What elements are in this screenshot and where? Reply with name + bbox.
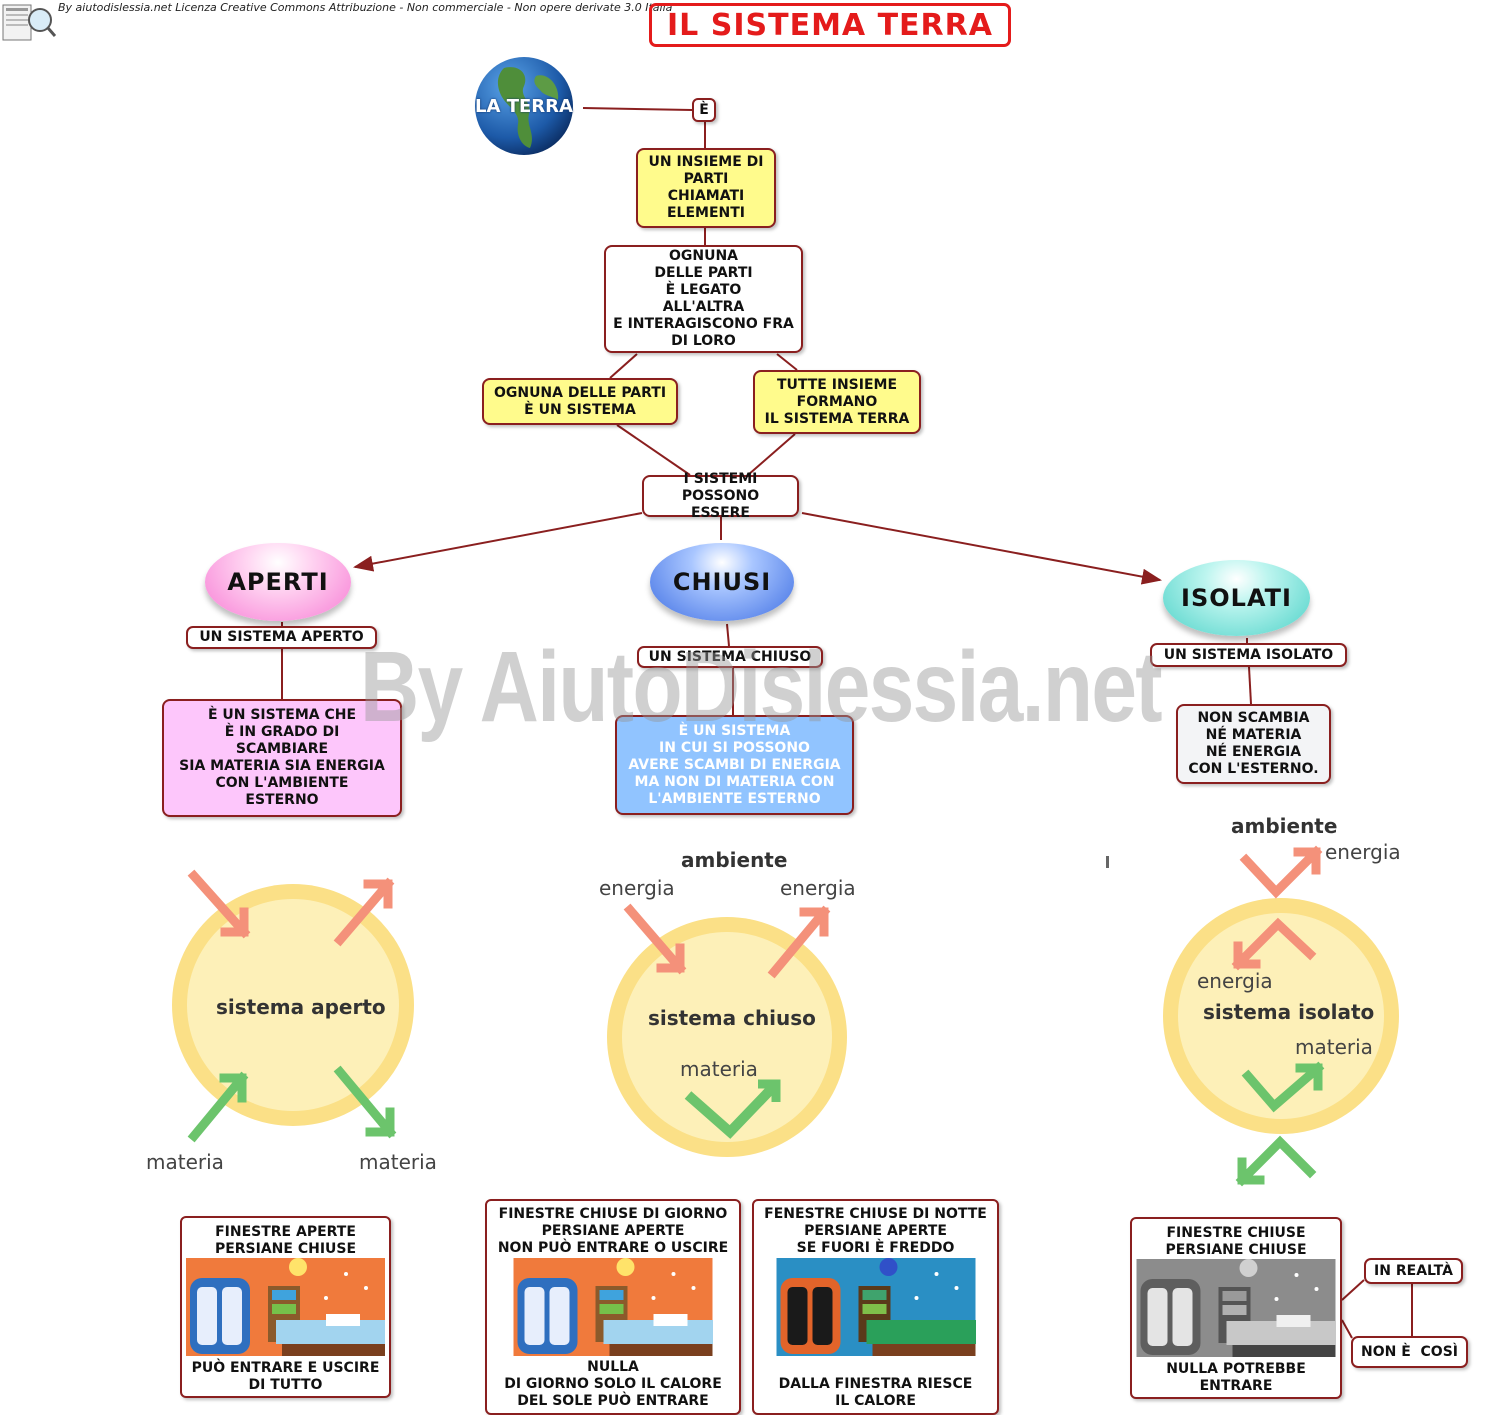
example-top-text: FENESTRE CHIUSE DI NOTTE PERSIANE APERTE…: [764, 1206, 987, 1256]
label-sistema-chiuso: sistema chiuso: [648, 1006, 816, 1030]
room-picture: [513, 1258, 714, 1356]
node-ognuna-sistema: OGNUNA DELLE PARTI È UN SISTEMA: [482, 378, 678, 425]
illustration-chiuso: [607, 903, 847, 1157]
example-bottom-text: NULLA POTREBBE ENTRARE: [1166, 1361, 1306, 1394]
label-ambiente-isolato: ambiente: [1231, 814, 1338, 838]
note-non-e-cosi: NON È COSÌ: [1351, 1336, 1468, 1368]
category-isolati: ISOLATI: [1163, 560, 1310, 636]
def-title-aperto: UN SISTEMA APERTO: [186, 626, 377, 649]
example-bottom-text: DALLA FINESTRA RIESCE IL CALORE: [778, 1376, 973, 1409]
illustration-aperto: [172, 869, 414, 1143]
category-aperti: APERTI: [205, 543, 351, 621]
node-e: È: [692, 98, 716, 122]
category-chiusi: CHIUSI: [650, 543, 794, 621]
page-title: IL SISTEMA TERRA: [649, 3, 1011, 47]
stray-mark: [1106, 856, 1109, 868]
example-bottom-text: NULLA DI GIORNO SOLO IL CALORE DEL SOLE …: [504, 1359, 722, 1409]
earth-label: LA TERRA: [475, 96, 573, 117]
def-text-aperto: È UN SISTEMA CHE È IN GRADO DI SCAMBIARE…: [162, 699, 402, 817]
logo-icon: [2, 2, 57, 42]
def-title-isolato: UN SISTEMA ISOLATO: [1150, 643, 1347, 667]
credit-text: By aiutodislessia.net Licenza Creative C…: [58, 1, 673, 14]
example-panel-aperto: FINESTRE APERTE PERSIANE CHIUSE PUÒ ENTR…: [180, 1216, 391, 1398]
label-materia-isolato: materia: [1295, 1035, 1373, 1059]
example-panel-chiuso-giorno: FINESTRE CHIUSE DI GIORNO PERSIANE APERT…: [485, 1199, 741, 1415]
label-energia-in: energia: [1197, 969, 1273, 993]
node-tutte-insieme: TUTTE INSIEME FORMANO IL SISTEMA TERRA: [753, 370, 921, 434]
example-panel-isolato: FINESTRE CHIUSE PERSIANE CHIUSE NULLA PO…: [1130, 1217, 1342, 1399]
example-top-text: FINESTRE CHIUSE DI GIORNO PERSIANE APERT…: [497, 1206, 729, 1256]
example-panel-chiuso-notte: FENESTRE CHIUSE DI NOTTE PERSIANE APERTE…: [752, 1199, 999, 1415]
room-picture-grey: [1136, 1259, 1337, 1357]
label-sistema-aperto: sistema aperto: [216, 995, 386, 1019]
label-energia-right: energia: [780, 876, 856, 900]
def-text-isolato: NON SCAMBIA NÉ MATERIA NÉ ENERGIA CON L'…: [1176, 704, 1331, 784]
label-energia-left: energia: [599, 876, 675, 900]
example-top-text: FINESTRE APERTE PERSIANE CHIUSE: [214, 1224, 357, 1257]
node-ognuna-legato: OGNUNA DELLE PARTI È LEGATO ALL'ALTRA E …: [604, 245, 803, 353]
node-sistemi-possono: I SISTEMI POSSONO ESSERE: [642, 471, 799, 521]
node-insieme: UN INSIEME DI PARTI CHIAMATI ELEMENTI: [636, 148, 776, 228]
label-materia-chiuso: materia: [680, 1057, 758, 1081]
earth-globe: [474, 56, 574, 156]
room-picture-night: [776, 1258, 977, 1356]
illustration-isolato: [1163, 845, 1399, 1187]
def-text-chiuso: È UN SISTEMA IN CUI SI POSSONO AVERE SCA…: [615, 715, 854, 815]
label-materia-right: materia: [359, 1150, 437, 1174]
label-ambiente-chiuso: ambiente: [681, 848, 788, 872]
label-materia-left: materia: [146, 1150, 224, 1174]
label-sistema-isolato: sistema isolato: [1203, 1000, 1375, 1024]
label-energia-out: energia: [1325, 840, 1401, 864]
watermark: By AiutoDislessia.net: [360, 631, 1163, 743]
note-in-realta: IN REALTÀ: [1364, 1258, 1463, 1284]
example-top-text: FINESTRE CHIUSE PERSIANE CHIUSE: [1165, 1225, 1307, 1258]
def-title-chiuso: UN SISTEMA CHIUSO: [637, 646, 823, 668]
example-bottom-text: PUÒ ENTRARE E USCIRE DI TUTTO: [191, 1360, 380, 1393]
room-picture: [186, 1258, 386, 1356]
